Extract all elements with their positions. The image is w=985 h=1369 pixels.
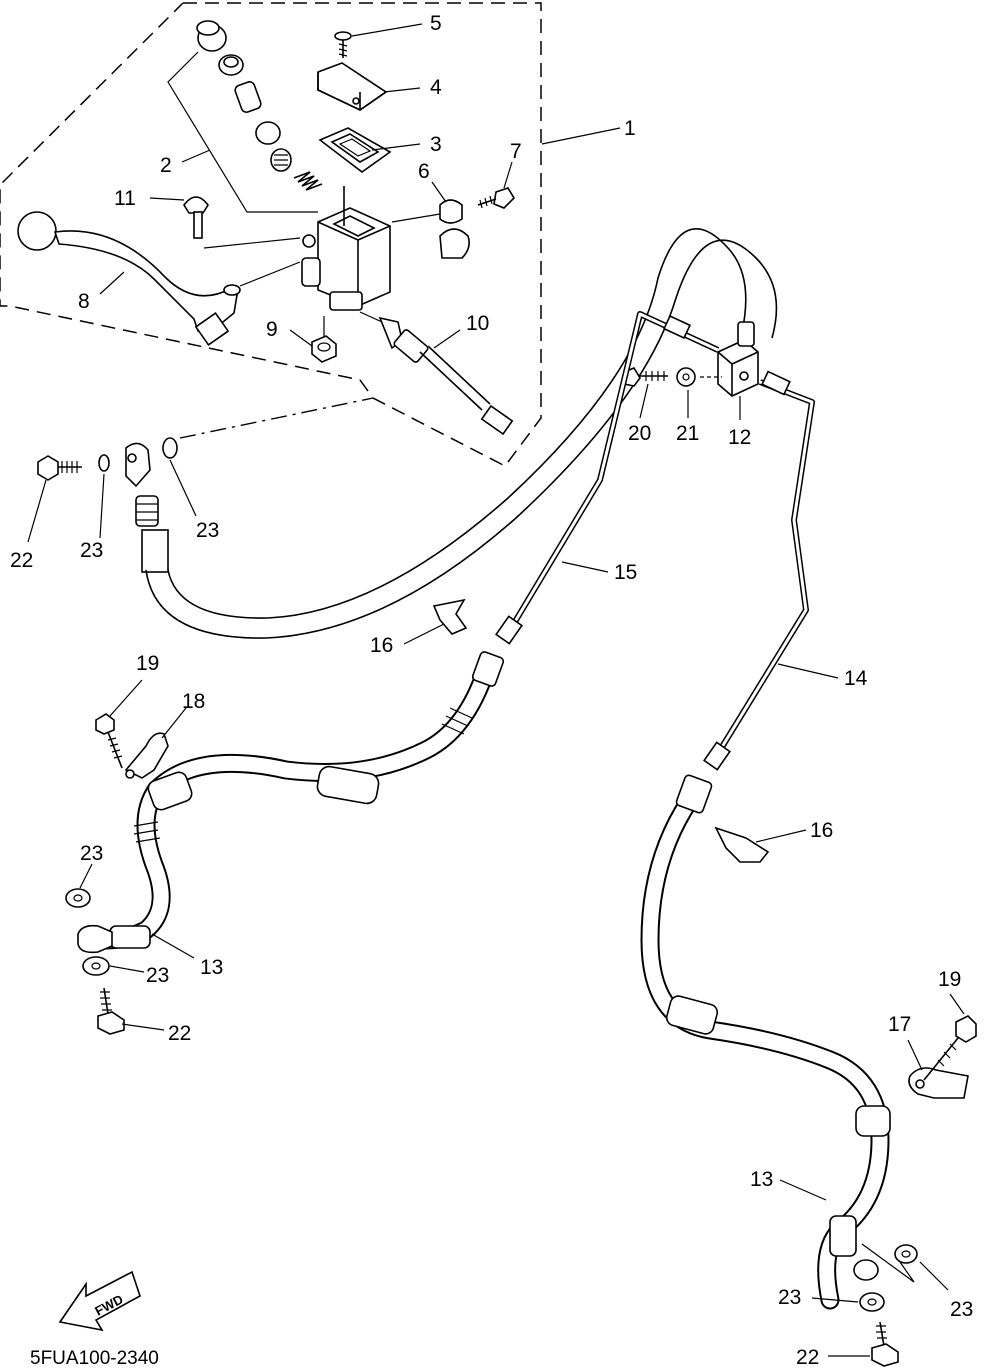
callout-4: 4 [430,76,442,99]
screw-5 [334,31,352,58]
callout-6: 6 [418,160,430,183]
callout-8: 8 [78,290,90,313]
piston-kit-parts [167,20,323,213]
callout-16-lower: 16 [810,819,833,842]
upper-hose-loop-inner [167,228,747,619]
callout-22-left: 22 [168,1022,191,1045]
diagram-code: 5FUA100-2340 [30,1348,159,1369]
callout-18: 18 [182,690,205,713]
callout-1: 1 [624,117,636,140]
washer-23-right-a [894,1244,918,1264]
master-cylinder-body [301,186,391,323]
callout-12: 12 [728,426,751,449]
callout-23-left-bottom: 23 [146,964,169,987]
washer-21 [676,367,722,387]
callout-23-upper-left: 23 [80,539,103,562]
callout-19-right: 19 [938,968,961,991]
callout-20: 20 [628,422,651,445]
callout-22-upper: 22 [10,549,33,572]
clip-16-upper [432,598,468,635]
union-bolt-22-right [871,1321,899,1367]
bracket-17 [908,1067,969,1099]
callout-23-upper-right: 23 [196,519,219,542]
callout-22-right: 22 [796,1346,819,1369]
brake-pipe-14 [703,370,815,771]
leader-connectors-master [179,213,441,439]
callout-11: 11 [114,187,136,210]
callout-7: 7 [510,140,522,163]
bracket-18 [124,732,169,779]
callout-23-right-b: 23 [950,1298,973,1321]
callout-labels: 1 2 3 4 5 6 7 8 9 10 11 12 13 13 14 15 1… [10,12,973,1369]
clip-16-lower [714,826,770,863]
bolt-19-left [95,713,123,769]
brake-switch-10 [378,316,514,436]
callout-10: 10 [466,312,489,335]
pin-11 [183,196,209,239]
bolt-19-right [923,1015,977,1081]
callout-9: 9 [266,318,278,341]
callout-21: 21 [676,422,699,445]
fwd-arrow-icon: FWD [58,1270,141,1332]
upper-left-banjo-fitting [37,437,178,573]
bolt-7 [477,187,516,209]
callout-23-left-top: 23 [80,842,103,865]
callout-leaders [27,23,965,1357]
brake-lever-8 [17,211,241,347]
callout-23-right-a: 23 [778,1286,801,1309]
washer-23-left-top [65,888,91,908]
union-bolt-22-left [97,987,125,1035]
callout-19-left: 19 [136,652,159,675]
callout-5: 5 [430,12,442,35]
nut-9 [311,335,337,363]
union-bolt-20 [623,367,668,387]
upper-hose-loop [145,239,778,639]
callout-3: 3 [430,133,442,156]
washer-23-right-b [859,1292,885,1312]
master-cylinder-assembly-boundary [0,2,542,467]
holder-6 [439,199,470,259]
callout-15: 15 [614,561,637,584]
reservoir-cap-4 [317,62,388,111]
brake-pipe-15 [495,311,720,645]
joint-12 [717,321,759,397]
diaphragm-3 [318,127,392,173]
callout-14: 14 [844,667,868,690]
callout-13-left: 13 [200,956,223,979]
brake-hose-13-right [640,774,891,1310]
brake-hose-13-left [77,651,505,954]
callout-2: 2 [160,154,172,177]
callout-17: 17 [888,1013,911,1036]
callout-13-right: 13 [750,1168,773,1191]
callout-16-upper: 16 [370,634,393,657]
washer-23-left-bottom [82,956,110,976]
